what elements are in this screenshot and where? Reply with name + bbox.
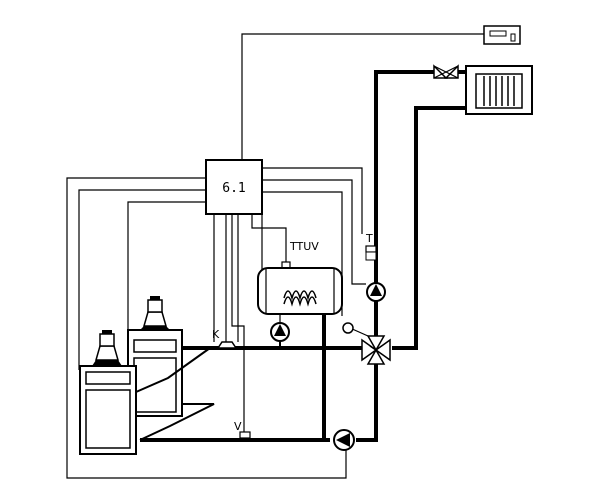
controller-unit: 6.1	[205, 159, 263, 215]
room-thermostat	[483, 25, 521, 45]
sensor-k-label: K	[212, 328, 220, 341]
sensor-v-label: V	[234, 420, 242, 433]
burner-front-icon	[92, 330, 122, 366]
controller-label: 6.1	[222, 181, 245, 196]
sensor-t: T	[365, 232, 377, 261]
boiler-front	[79, 365, 137, 455]
burner-back-icon	[140, 296, 170, 330]
sensor-v: V	[234, 420, 251, 439]
pump-tank-icon	[270, 322, 290, 348]
pipework	[140, 70, 466, 442]
sensor-t-label: T	[365, 232, 373, 245]
outdoor-sensor-icon	[342, 322, 354, 334]
hot-water-tank: TTUV	[257, 240, 343, 315]
mixing-valve-icon	[361, 335, 391, 365]
tank-label: TTUV	[289, 240, 319, 253]
pump-heating-icon	[366, 282, 386, 302]
heat-exchanger-coil-icon	[283, 290, 317, 307]
pump-return-icon	[333, 429, 355, 451]
radiator	[465, 65, 533, 115]
radiator-valve-icon	[433, 64, 459, 79]
sensor-k: K	[212, 328, 238, 349]
